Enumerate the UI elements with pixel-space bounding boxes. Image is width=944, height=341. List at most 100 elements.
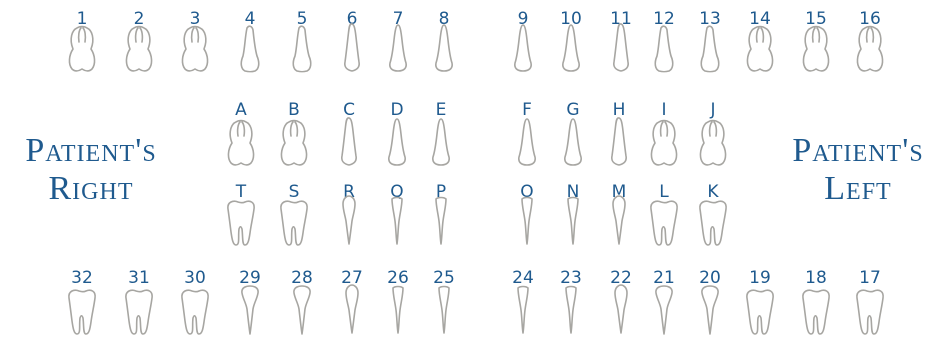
patients-left-label: Patient's Left: [770, 132, 944, 208]
tooth-label-10: 10: [560, 9, 582, 29]
tooth-4[interactable]: [241, 26, 258, 71]
tooth-outline-15: [803, 27, 828, 71]
tooth-outline-N: [568, 198, 578, 245]
tooth-G[interactable]: [565, 119, 581, 165]
tooth-outline-5: [293, 26, 310, 71]
tooth-15[interactable]: [803, 27, 828, 71]
tooth-A[interactable]: [228, 121, 253, 165]
tooth-label-G: G: [566, 100, 579, 120]
tooth-outline-F: [519, 119, 535, 165]
tooth-9[interactable]: [515, 25, 531, 71]
tooth-J[interactable]: [700, 121, 725, 165]
tooth-outline-7: [390, 25, 406, 71]
tooth-E[interactable]: [433, 119, 449, 165]
tooth-6[interactable]: [345, 24, 359, 71]
tooth-label-K: K: [707, 182, 719, 202]
tooth-label-30: 30: [184, 268, 206, 288]
tooth-21[interactable]: [656, 286, 672, 334]
tooth-M[interactable]: [613, 196, 625, 244]
tooth-5[interactable]: [293, 26, 310, 71]
tooth-outline-J: [700, 121, 725, 165]
tooth-outline-H: [612, 118, 626, 165]
tooth-R[interactable]: [343, 196, 355, 244]
tooth-outline-A: [228, 121, 253, 165]
tooth-outline-C: [342, 118, 356, 165]
tooth-D[interactable]: [389, 119, 405, 165]
tooth-25[interactable]: [439, 287, 449, 334]
tooth-20[interactable]: [702, 286, 718, 334]
tooth-19[interactable]: [747, 290, 773, 334]
tooth-7[interactable]: [390, 25, 406, 71]
tooth-10[interactable]: [563, 25, 579, 71]
tooth-31[interactable]: [126, 290, 152, 334]
tooth-B[interactable]: [281, 121, 306, 165]
tooth-label-25: 25: [433, 268, 455, 288]
tooth-22[interactable]: [615, 285, 627, 333]
tooth-18[interactable]: [803, 290, 829, 334]
tooth-3[interactable]: [182, 27, 207, 71]
tooth-P[interactable]: [436, 198, 446, 245]
tooth-outline-12: [655, 26, 672, 71]
tooth-outline-24: [518, 287, 528, 334]
tooth-label-21: 21: [653, 268, 675, 288]
tooth-8[interactable]: [436, 25, 452, 71]
tooth-outline-6: [345, 24, 359, 71]
tooth-16[interactable]: [857, 27, 882, 71]
tooth-label-19: 19: [749, 268, 771, 288]
tooth-26[interactable]: [393, 287, 403, 334]
tooth-outline-31: [126, 290, 152, 334]
tooth-H[interactable]: [612, 118, 626, 165]
tooth-outline-20: [702, 286, 718, 334]
tooth-T[interactable]: [228, 201, 254, 245]
tooth-label-20: 20: [699, 268, 721, 288]
tooth-O[interactable]: [522, 198, 532, 245]
tooth-N[interactable]: [568, 198, 578, 245]
tooth-12[interactable]: [655, 26, 672, 71]
tooth-17[interactable]: [857, 290, 883, 334]
tooth-outline-K: [700, 201, 726, 245]
tooth-32[interactable]: [69, 290, 95, 334]
tooth-30[interactable]: [182, 290, 208, 334]
tooth-K[interactable]: [700, 201, 726, 245]
tooth-14[interactable]: [747, 27, 772, 71]
tooth-label-T: T: [235, 182, 247, 202]
tooth-outline-21: [656, 286, 672, 334]
tooth-outline-8: [436, 25, 452, 71]
tooth-29[interactable]: [242, 286, 258, 334]
tooth-outline-R: [343, 196, 355, 244]
tooth-S[interactable]: [281, 201, 307, 245]
tooth-outline-10: [563, 25, 579, 71]
tooth-24[interactable]: [518, 287, 528, 334]
tooth-F[interactable]: [519, 119, 535, 165]
tooth-outline-14: [747, 27, 772, 71]
tooth-label-7: 7: [393, 9, 404, 29]
tooth-outline-29: [242, 286, 258, 334]
tooth-outline-4: [241, 26, 258, 71]
tooth-label-S: S: [289, 182, 300, 202]
tooth-13[interactable]: [701, 26, 718, 71]
tooth-23[interactable]: [566, 287, 576, 334]
tooth-label-31: 31: [128, 268, 150, 288]
tooth-I[interactable]: [651, 121, 676, 165]
tooth-1[interactable]: [69, 27, 94, 71]
tooth-label-I: I: [661, 100, 666, 120]
tooth-outline-O: [522, 198, 532, 245]
tooth-label-32: 32: [71, 268, 93, 288]
tooth-label-9: 9: [518, 9, 529, 29]
tooth-label-H: H: [613, 100, 626, 120]
tooth-outline-B: [281, 121, 306, 165]
tooth-11[interactable]: [614, 24, 628, 71]
tooth-28[interactable]: [294, 286, 310, 334]
tooth-C[interactable]: [342, 118, 356, 165]
tooth-Q[interactable]: [392, 198, 402, 245]
tooth-outline-13: [701, 26, 718, 71]
tooth-label-23: 23: [560, 268, 582, 288]
tooth-L[interactable]: [651, 201, 677, 245]
tooth-label-11: 11: [610, 9, 632, 29]
tooth-outline-19: [747, 290, 773, 334]
tooth-outline-25: [439, 287, 449, 334]
tooth-label-C: C: [343, 100, 355, 120]
tooth-label-E: E: [436, 100, 447, 120]
tooth-27[interactable]: [346, 285, 358, 333]
tooth-2[interactable]: [126, 27, 151, 71]
